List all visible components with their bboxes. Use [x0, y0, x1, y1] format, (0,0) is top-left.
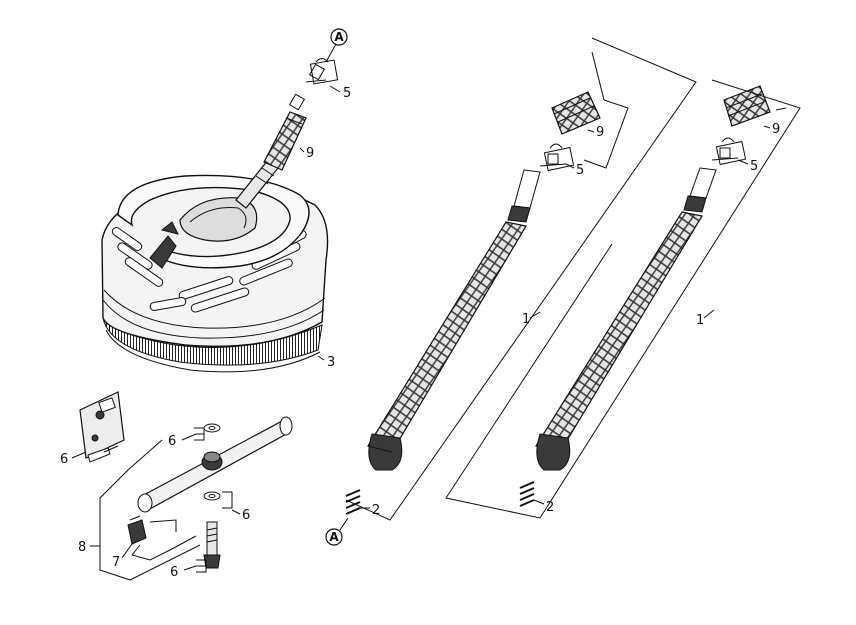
label-2-middle: 2 — [372, 503, 380, 518]
nozzle-part-7 — [127, 519, 147, 545]
label-2-right: 2 — [546, 500, 554, 515]
label-5-cleaner: 5 — [343, 86, 351, 101]
nozzle-plate-part-6 — [79, 391, 125, 463]
cleaner-grip-9 — [263, 111, 307, 171]
label-6-upper: 6 — [168, 434, 176, 449]
lance-grip-9-middle — [551, 91, 601, 135]
label-5-middle: 5 — [576, 163, 584, 178]
label-3: 3 — [327, 355, 335, 370]
ref-label-a: A — [334, 30, 344, 44]
ref-label-a-bottom: A — [329, 530, 339, 544]
label-9-right: 9 — [772, 122, 780, 137]
brush-ring — [102, 317, 323, 366]
label-8: 8 — [78, 540, 86, 555]
callout-a-top: A — [330, 28, 348, 46]
spring-part-2-middle — [345, 489, 361, 515]
bracket-8 — [99, 439, 201, 581]
spray-lance-right — [519, 85, 771, 507]
clip-part-5 — [309, 59, 339, 85]
label-9-middle: 9 — [596, 125, 604, 140]
label-1-middle: 1 — [522, 312, 530, 327]
label-6-bottom: 6 — [170, 565, 178, 580]
label-1-right: 1 — [696, 313, 704, 328]
surface-cleaner-assembly — [101, 43, 339, 373]
label-6-right: 6 — [242, 508, 250, 523]
label-7: 7 — [112, 555, 120, 570]
label-6-left: 6 — [60, 452, 68, 467]
lance-tube-middle — [367, 221, 527, 453]
label-5-right: 5 — [750, 159, 758, 174]
spray-lance-middle — [345, 91, 601, 515]
spray-arm — [127, 416, 293, 569]
label-9-cleaner: 9 — [306, 146, 314, 161]
axle-bolt — [206, 521, 218, 556]
lance-tube-right — [535, 211, 703, 453]
lance-grip-9-right — [723, 85, 771, 127]
spring-part-2-right — [519, 481, 535, 507]
callout-a-bottom: A — [325, 528, 343, 546]
